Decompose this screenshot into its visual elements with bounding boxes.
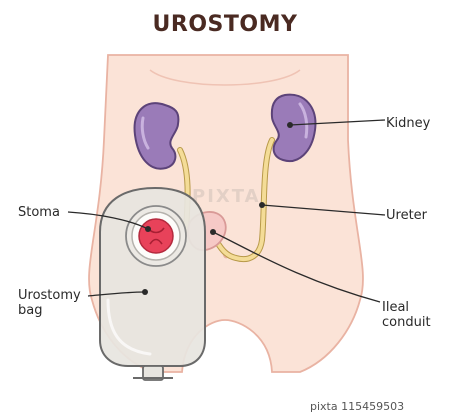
- abdomen-contour: [149, 69, 301, 86]
- ureter-leader-line: [261, 204, 386, 216]
- conduit-leader-line: [212, 231, 381, 303]
- stoma: [138, 218, 174, 254]
- pixta-watermark: PIXTA: [192, 186, 261, 207]
- ureter-label: Ureter: [386, 208, 428, 223]
- kidney-leader-line: [289, 119, 386, 126]
- ileal-conduit-label-line2: conduit: [382, 315, 431, 330]
- urostomy-bag-label-line2: bag: [18, 303, 43, 318]
- bag-leader-line: [87, 291, 146, 297]
- diagram-title: UROSTOMY: [152, 12, 298, 37]
- ileal-conduit-label: Ileal conduit: [382, 300, 431, 330]
- stoma-label: Stoma: [18, 205, 60, 220]
- urostomy-bag-label: Urostomy bag: [18, 288, 81, 318]
- ureter-pointer-dot: [259, 202, 265, 208]
- bag-outlet: [142, 365, 164, 381]
- ileal-conduit-label-line1: Ileal: [382, 300, 410, 315]
- left-kidney: [133, 102, 180, 170]
- kidney-label: Kidney: [386, 116, 431, 131]
- pixta-image-id: pixta 115459503: [310, 400, 405, 413]
- stoma-leader-line: [67, 211, 149, 230]
- urostomy-bag-label-line1: Urostomy: [18, 288, 81, 303]
